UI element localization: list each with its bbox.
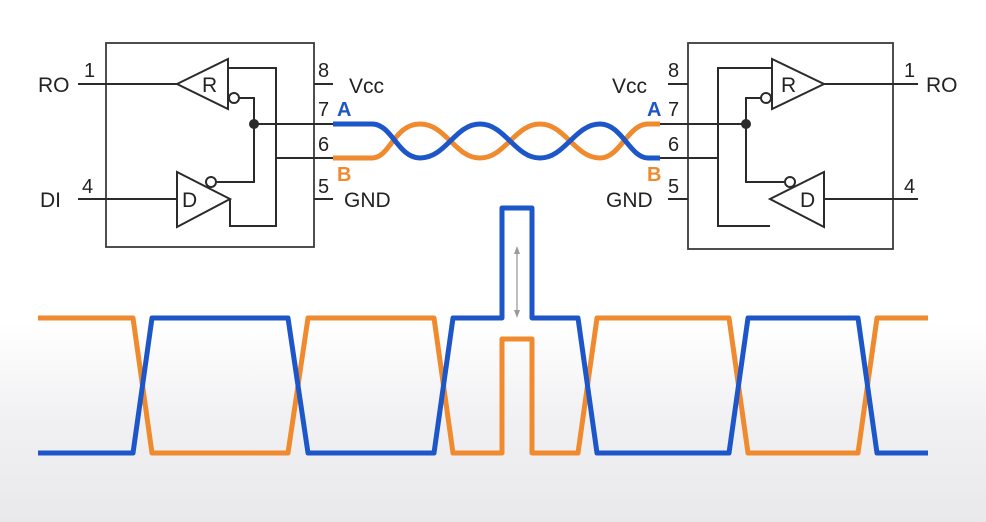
left-transceiver: RO DI 1 4 R D 8 7 6 5 Vcc GND A B bbox=[38, 42, 391, 248]
right-gnd-label: GND bbox=[606, 189, 653, 212]
left-a-label: A bbox=[337, 99, 351, 121]
left-driver-triangle bbox=[176, 170, 233, 229]
left-vcc-label: Vcc bbox=[349, 75, 384, 98]
left-driver-enable-wire bbox=[217, 124, 255, 183]
left-pin-vcc: 8 bbox=[318, 60, 329, 82]
noise-arrow-up-icon bbox=[514, 246, 520, 254]
left-gnd-label: GND bbox=[344, 189, 391, 212]
left-receiver-in-wire bbox=[228, 67, 333, 159]
right-transceiver: Vcc GND 8 7 6 5 A B R D 1 4 RO bbox=[606, 42, 958, 250]
right-chip-outline bbox=[687, 42, 894, 250]
left-di-label: DI bbox=[40, 189, 61, 212]
right-receiver-enable-wire bbox=[745, 97, 761, 124]
right-receiver-enable-bubble bbox=[760, 92, 772, 104]
left-pin-gnd: 5 bbox=[318, 176, 329, 198]
right-vcc-label: Vcc bbox=[612, 75, 647, 98]
left-pin-di: 4 bbox=[82, 176, 93, 198]
right-driver-label: D bbox=[800, 189, 815, 212]
left-pin-a: 7 bbox=[318, 99, 329, 121]
right-receiver-label: R bbox=[781, 74, 796, 97]
right-pin-gnd: 5 bbox=[668, 176, 679, 198]
noise-arrow-down-icon bbox=[514, 310, 520, 318]
left-receiver-enable-wire bbox=[239, 97, 255, 124]
waveform-a bbox=[38, 205, 928, 456]
left-receiver-enable-bubble bbox=[228, 92, 240, 104]
right-pin-ro: 1 bbox=[904, 60, 915, 82]
left-receiver-triangle bbox=[174, 57, 229, 111]
left-pin-ro: 1 bbox=[84, 60, 95, 82]
differential-waveform bbox=[38, 205, 928, 456]
right-driver-enable-wire bbox=[745, 124, 784, 183]
right-receiver-in-wire bbox=[717, 67, 772, 227]
right-pin-di: 4 bbox=[904, 176, 915, 198]
right-ro-label: RO bbox=[926, 74, 958, 97]
right-receiver-triangle bbox=[771, 57, 827, 111]
left-driver-label: D bbox=[182, 189, 197, 212]
line-a-twist bbox=[333, 121, 660, 161]
left-driver-enable-bubble bbox=[205, 176, 217, 188]
left-pin-b: 6 bbox=[318, 134, 329, 156]
left-ro-label: RO bbox=[38, 74, 70, 97]
right-pin-b: 6 bbox=[668, 134, 679, 156]
right-a-label: A bbox=[647, 99, 661, 121]
right-pin-vcc: 8 bbox=[668, 60, 679, 82]
left-driver-out-wire bbox=[229, 158, 277, 227]
right-b-label: B bbox=[647, 164, 661, 186]
left-chip-outline bbox=[105, 42, 315, 248]
left-receiver-label: R bbox=[202, 74, 217, 97]
right-driver-enable-bubble bbox=[784, 176, 796, 188]
twisted-pair bbox=[333, 121, 660, 161]
right-pin-a: 7 bbox=[668, 99, 679, 121]
left-b-label: B bbox=[337, 164, 351, 186]
right-driver-triangle bbox=[767, 170, 825, 229]
waveform-b bbox=[38, 315, 928, 456]
